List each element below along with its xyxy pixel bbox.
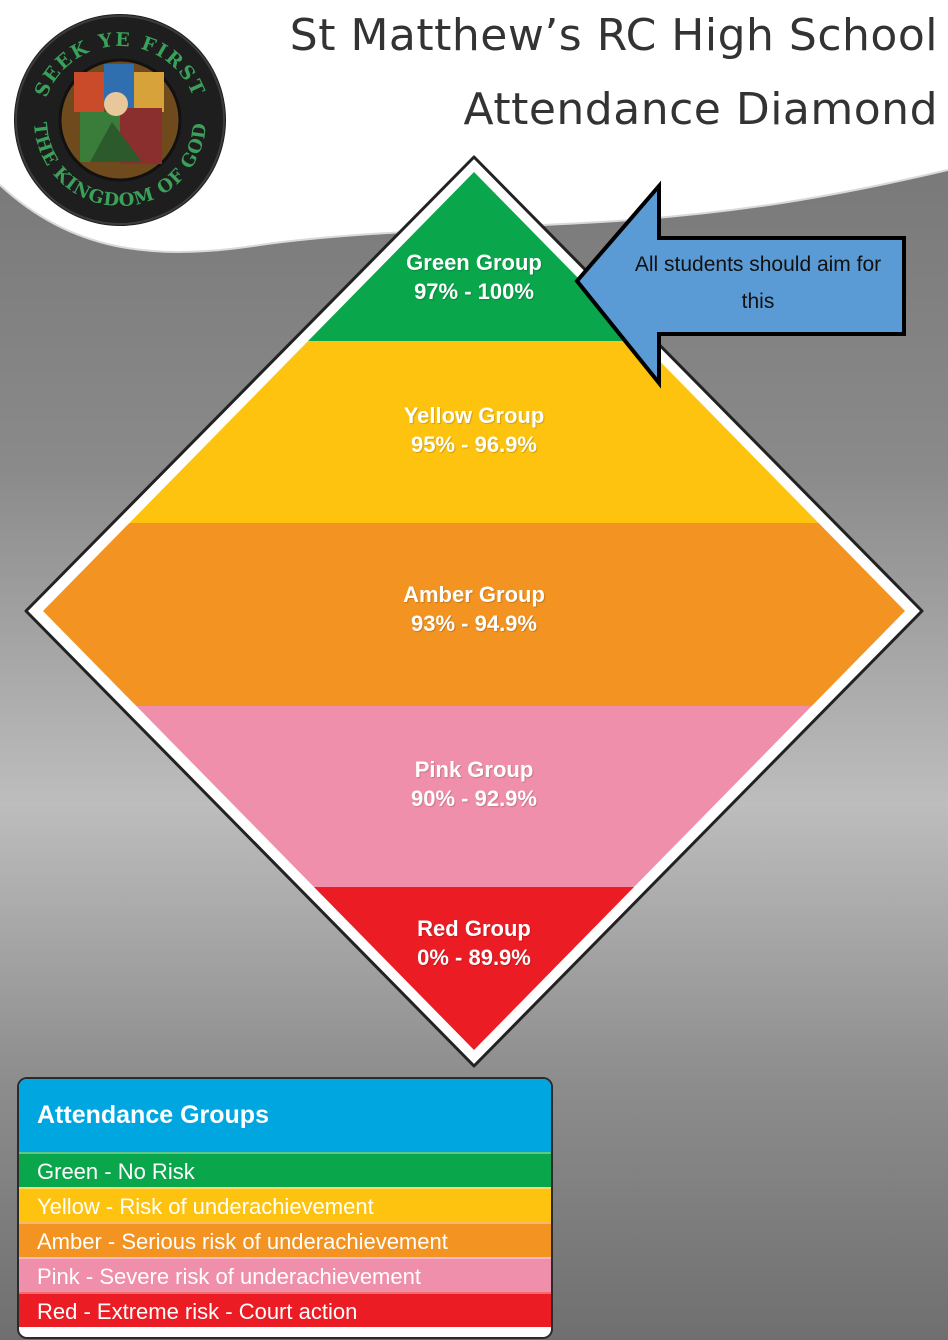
callout-arrow — [574, 180, 906, 389]
band-amber — [43, 523, 905, 706]
band-name: Amber Group — [403, 582, 545, 607]
legend-title: Attendance Groups — [19, 1079, 551, 1152]
band-name: Yellow Group — [403, 403, 545, 428]
legend-row-yellow: Yellow - Risk of underachievement — [19, 1187, 551, 1222]
page-title: Attendance Diamond — [463, 84, 938, 135]
band-label-pink: Pink Group 90% - 92.9% — [324, 755, 624, 813]
band-label-green: Green Group 97% - 100% — [324, 248, 624, 306]
band-range: 97% - 100% — [414, 279, 534, 304]
band-range: 93% - 94.9% — [411, 611, 537, 636]
school-name: St Matthew’s RC High School — [289, 10, 938, 61]
band-name: Green Group — [406, 250, 542, 275]
legend-row-pink: Pink - Severe risk of underachievement — [19, 1257, 551, 1292]
callout-text: All students should aim for this — [634, 253, 882, 313]
school-logo: SEEK YE FIRST THE KINGDOM OF GOD — [14, 14, 226, 226]
band-label-red: Red Group 0% - 89.9% — [324, 914, 624, 972]
legend-row-green: Green - No Risk — [19, 1152, 551, 1187]
attendance-groups-legend: Attendance Groups Green - No Risk Yellow… — [17, 1077, 553, 1339]
band-label-yellow: Yellow Group 95% - 96.9% — [324, 401, 624, 459]
legend-row-red: Red - Extreme risk - Court action — [19, 1292, 551, 1327]
band-range: 95% - 96.9% — [411, 432, 537, 457]
legend-row-amber: Amber - Serious risk of underachievement — [19, 1222, 551, 1257]
band-name: Red Group — [417, 916, 531, 941]
band-name: Pink Group — [414, 757, 534, 782]
band-label-amber: Amber Group 93% - 94.9% — [324, 580, 624, 638]
band-range: 0% - 89.9% — [417, 945, 531, 970]
band-range: 90% - 92.9% — [411, 786, 537, 811]
